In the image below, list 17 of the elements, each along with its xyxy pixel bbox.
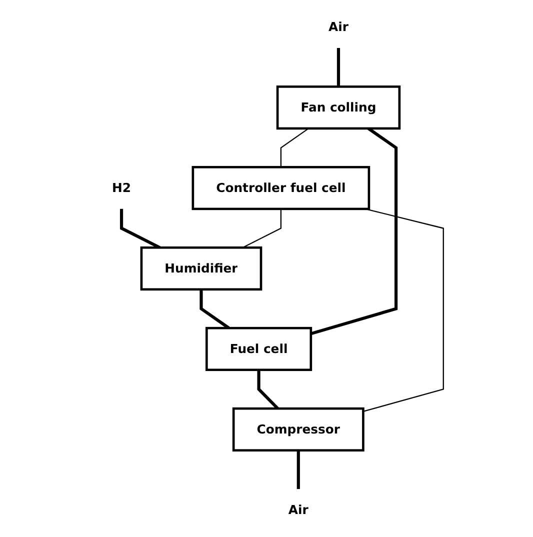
node-box: Controller fuel cell [192,166,370,210]
connector [280,128,310,168]
connector [310,127,398,336]
node-box: Humidifier [140,246,263,291]
node-text: Air [328,19,349,34]
connector [200,289,230,330]
connector [120,208,161,249]
node-box: Fuel cell [206,326,312,372]
connector [297,450,300,490]
node-box: Fan colling [276,86,401,130]
connector [337,48,340,87]
node-text: H2 [112,180,132,195]
connector [363,208,444,412]
connector [242,208,282,248]
node-text: Air [288,502,309,517]
node-box: Compressor [232,407,365,452]
connector [258,370,280,410]
